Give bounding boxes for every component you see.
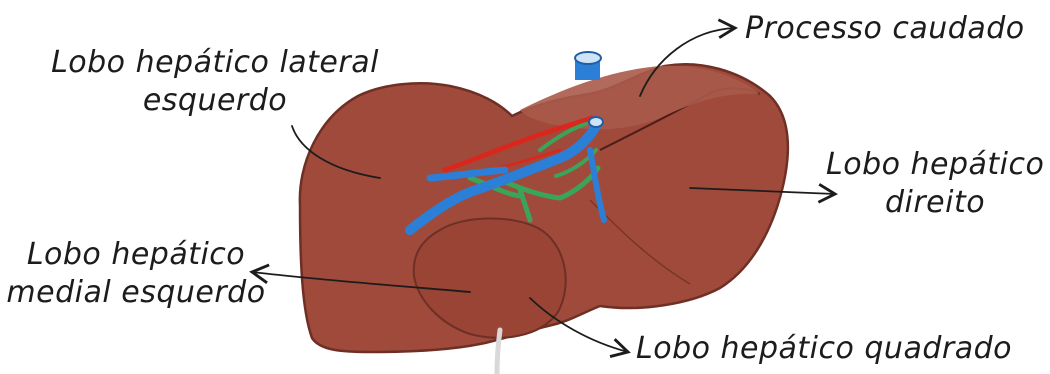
label-right-lobe: Lobo hepático direito: [826, 146, 1044, 222]
label-quadrate-text: Lobo hepático quadrado: [636, 331, 1012, 366]
label-lateral-left-line1: Lobo hepático lateral: [40, 44, 390, 82]
label-caudate-text: Processo caudado: [745, 11, 1025, 46]
round-ligament: [497, 330, 500, 374]
vena-cava: [575, 52, 601, 80]
label-medial-left-line1: Lobo hepático: [4, 236, 268, 274]
label-medial-left: Lobo hepático medial esquerdo: [4, 236, 268, 312]
label-caudate: Processo caudado: [745, 10, 1025, 48]
label-lateral-left: Lobo hepático lateral esquerdo: [40, 44, 390, 120]
label-medial-left-line2: medial esquerdo: [4, 274, 268, 312]
label-lateral-left-line2: esquerdo: [40, 82, 390, 120]
label-right-lobe-line1: Lobo hepático: [826, 146, 1044, 184]
label-right-lobe-line2: direito: [826, 184, 1044, 222]
label-quadrate: Lobo hepático quadrado: [636, 330, 1012, 368]
